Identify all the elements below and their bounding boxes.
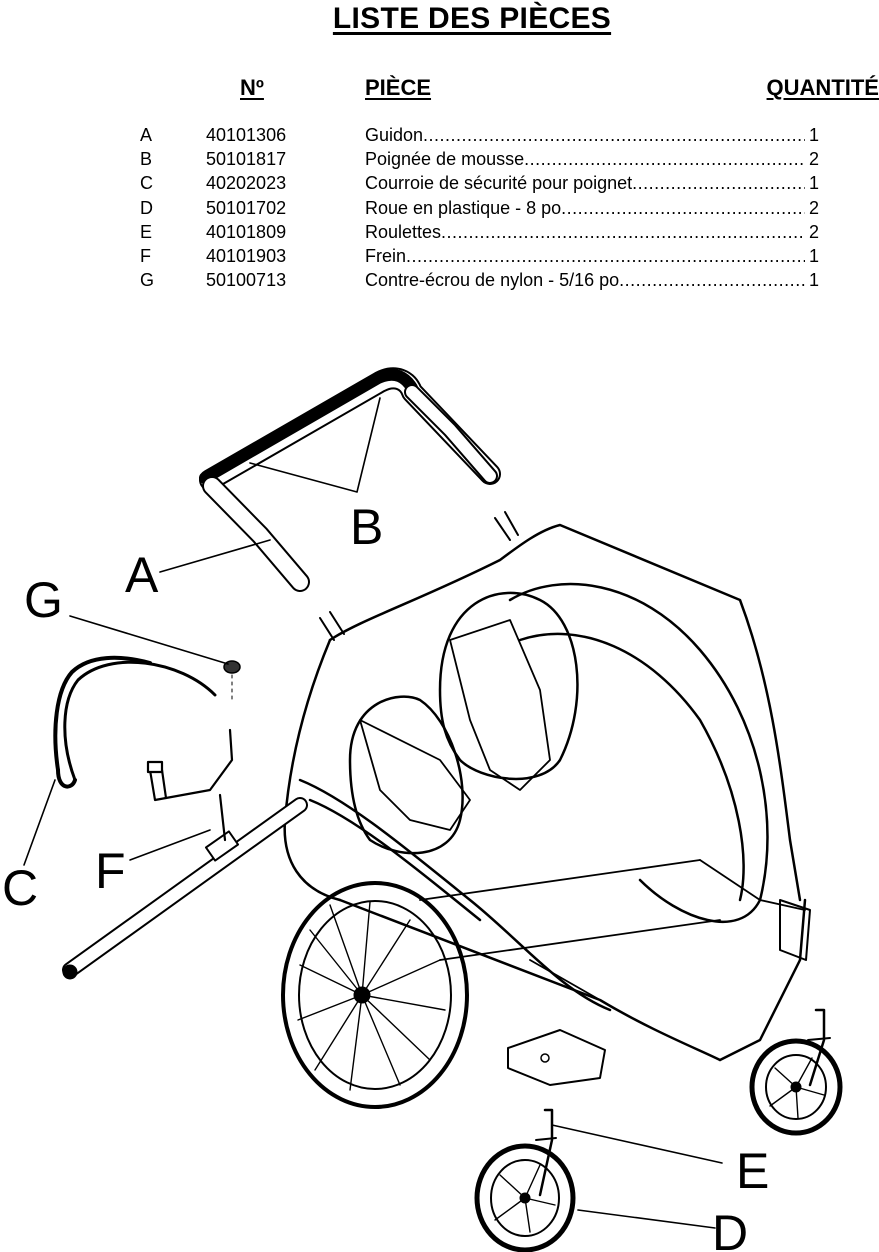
callout-label-d: D bbox=[712, 1205, 748, 1252]
dot-leader: ........................................… bbox=[524, 149, 805, 170]
part-letter: D bbox=[140, 197, 153, 218]
brake-drawing bbox=[146, 728, 234, 842]
handlebar-drawing bbox=[199, 367, 501, 592]
parts-row: B 50101817 Poignée de mousse............… bbox=[0, 147, 879, 171]
callout-leaders bbox=[23, 397, 723, 1229]
part-quantity: 1 bbox=[809, 173, 820, 194]
part-quantity: 2 bbox=[809, 197, 820, 218]
parts-row: G 50100713 Contre-écrou de nylon - 5/16 … bbox=[0, 268, 879, 292]
header-number: Nº bbox=[240, 75, 264, 100]
part-number: 50100713 bbox=[206, 270, 287, 291]
parts-row: D 50101702 Roue en plastique - 8 po.....… bbox=[0, 196, 879, 220]
part-number: 40101903 bbox=[206, 245, 287, 266]
callout-label-a: A bbox=[125, 547, 159, 603]
part-description: Courroie de sécurité pour poignet bbox=[365, 173, 633, 194]
part-number: 50101702 bbox=[206, 197, 287, 218]
callout-label-g: G bbox=[24, 572, 63, 628]
trailer-body-drawing bbox=[283, 511, 811, 1086]
dot-leader: ........................................… bbox=[423, 125, 805, 145]
part-letter: C bbox=[140, 173, 153, 194]
dot-leader: ........................................… bbox=[441, 221, 805, 242]
part-letter: B bbox=[140, 149, 153, 170]
part-description: Roulettes bbox=[365, 221, 442, 242]
dot-leader: ........................................… bbox=[406, 245, 805, 266]
part-letter: F bbox=[140, 245, 151, 266]
part-quantity: 1 bbox=[809, 245, 820, 266]
part-letter: E bbox=[140, 221, 153, 242]
swivel-wheel-drawing bbox=[474, 1108, 576, 1252]
parts-row: A 40101306 Guidon.......................… bbox=[0, 123, 879, 147]
part-description: Roue en plastique - 8 po bbox=[365, 197, 562, 218]
parts-list: A 40101306 Guidon.......................… bbox=[0, 123, 879, 292]
part-letter: G bbox=[140, 270, 155, 291]
callout-label-b: B bbox=[350, 499, 383, 555]
part-description: Guidon bbox=[365, 125, 424, 145]
part-number: 40101306 bbox=[206, 125, 287, 145]
dot-leader: ........................................… bbox=[619, 270, 805, 291]
part-quantity: 2 bbox=[809, 149, 820, 170]
part-number: 50101817 bbox=[206, 149, 287, 170]
locknut-drawing bbox=[223, 660, 241, 701]
callout-label-f: F bbox=[95, 843, 126, 899]
callout-label-e: E bbox=[736, 1143, 769, 1199]
parts-row: F 40101903 Frein........................… bbox=[0, 244, 879, 268]
part-number: 40101809 bbox=[206, 221, 287, 242]
tow-arm-drawing bbox=[62, 797, 308, 980]
dot-leader: ........................................… bbox=[561, 197, 805, 218]
part-description: Contre-écrou de nylon - 5/16 po bbox=[365, 270, 620, 291]
parts-row: E 40101809 Roulettes....................… bbox=[0, 220, 879, 244]
part-description: Frein bbox=[365, 245, 407, 266]
part-number: 40202023 bbox=[206, 173, 287, 194]
callout-label-c: C bbox=[2, 860, 38, 916]
part-quantity: 1 bbox=[809, 125, 820, 145]
large-wheel-drawing bbox=[281, 881, 469, 1109]
header-quantity: QUANTITÉ bbox=[766, 75, 879, 100]
dot-leader: ........................................… bbox=[632, 173, 805, 194]
wrist-strap-drawing bbox=[53, 655, 217, 789]
part-quantity: 2 bbox=[809, 221, 820, 242]
header-piece: PIÈCE bbox=[365, 75, 432, 100]
parts-row: C 40202023 Courroie de sécurité pour poi… bbox=[0, 171, 879, 195]
part-quantity: 1 bbox=[809, 270, 820, 291]
swivel-wheel-right-drawing bbox=[749, 1008, 843, 1136]
page-title: LISTE DES PIÈCES bbox=[332, 2, 612, 35]
part-letter: A bbox=[140, 125, 153, 145]
part-description: Poignée de mousse bbox=[365, 149, 525, 170]
